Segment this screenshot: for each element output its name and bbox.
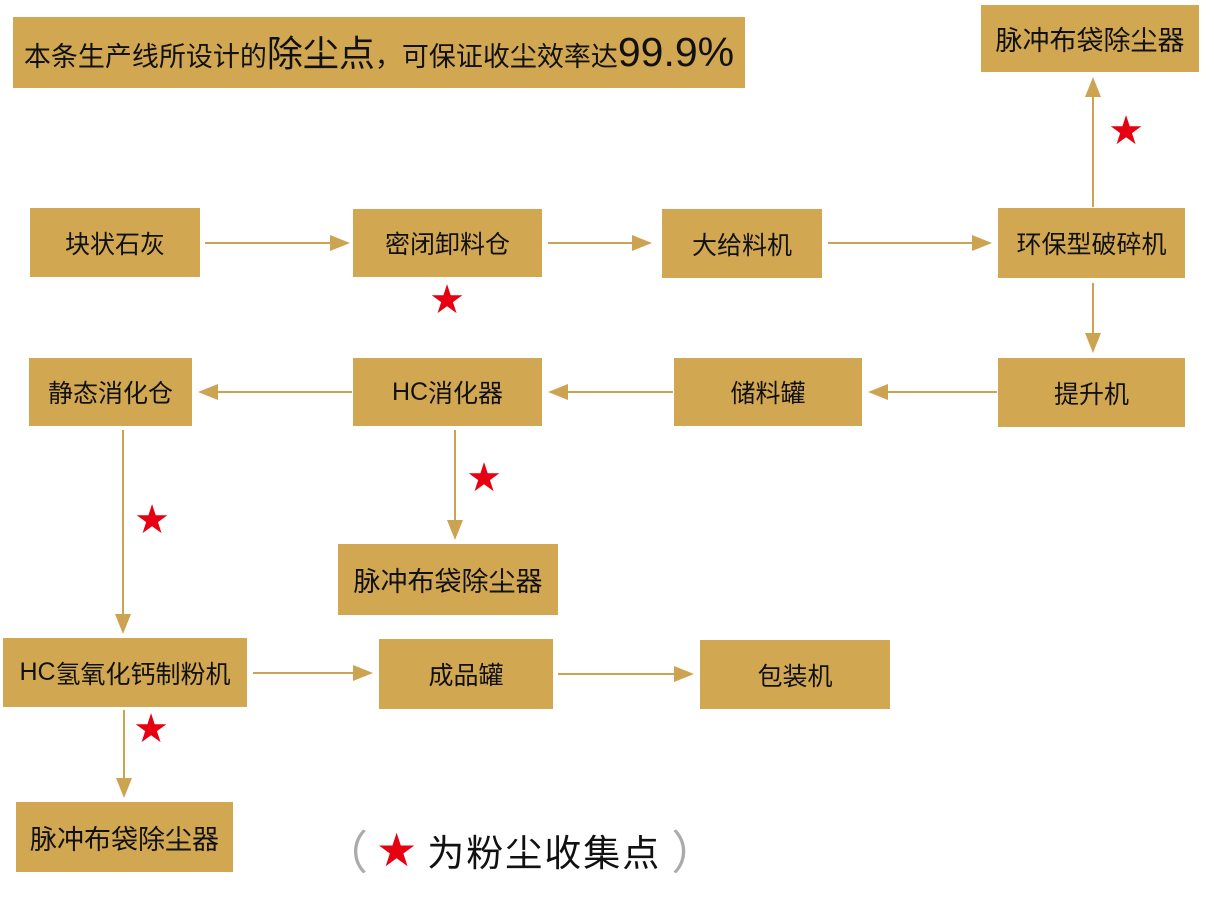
arrow-static-bin-to-hc-mill-head — [115, 614, 131, 634]
node-label-prefix: HC — [391, 377, 429, 406]
node-label: 大给料机 — [691, 231, 792, 260]
arrow-product-tank-to-packer-head — [674, 666, 694, 682]
legend: （ ★ 为粉尘收集点 ） — [318, 818, 721, 882]
arrow-storage-tank-to-hc-digester-head — [548, 384, 568, 400]
node-label: 储料罐 — [730, 380, 806, 408]
banner-highlight: 除尘点 — [266, 33, 375, 74]
arrow-hc-mill-to-dust-bottom-head — [116, 778, 132, 798]
arrow-lump-lime-to-sealed-bin-line — [205, 242, 332, 244]
node-large-feeder: 大给料机 — [662, 209, 822, 278]
legend-close-paren: ） — [671, 827, 718, 879]
node-label: 脉冲布袋除尘器 — [353, 567, 543, 597]
node-label: 提升机 — [1053, 380, 1129, 409]
node-dust-collector-bottom: 脉冲布袋除尘器 — [16, 802, 233, 872]
dust-point-star-icon: ★ — [429, 277, 465, 323]
node-dust-collector-mid: 脉冲布袋除尘器 — [338, 544, 558, 615]
node-label: 包装机 — [757, 662, 833, 691]
dust-point-star-icon: ★ — [1108, 108, 1144, 154]
dust-point-star-icon: ★ — [134, 497, 170, 543]
node-packing-machine: 包装机 — [700, 640, 890, 709]
node-storage-tank: 储料罐 — [674, 358, 862, 426]
node-label: 消化器 — [428, 380, 504, 408]
node-dust-collector-top: 脉冲布袋除尘器 — [981, 5, 1199, 72]
arrow-lump-lime-to-sealed-bin-head — [330, 235, 350, 251]
dust-point-star-icon: ★ — [466, 455, 502, 501]
legend-star-icon: ★ — [376, 823, 418, 877]
arrow-elevator-to-storage-tank-head — [868, 384, 888, 400]
arrow-static-bin-to-hc-mill-line — [122, 430, 124, 616]
arrow-product-tank-to-packer-line — [558, 673, 676, 675]
node-label: 氢氧化钙制粉机 — [55, 660, 231, 689]
node-label: 密闭卸料仓 — [384, 231, 510, 259]
arrow-crusher-to-dust-top-line — [1092, 95, 1094, 207]
node-static-digestion-bin: 静态消化仓 — [29, 358, 192, 426]
arrow-elevator-to-storage-tank-line — [886, 391, 997, 393]
arrow-crusher-to-elevator-head — [1085, 333, 1101, 353]
node-label: 块状石灰 — [64, 230, 165, 259]
arrow-hc-digester-to-static-bin-head — [198, 384, 218, 400]
arrow-sealed-bin-to-feeder-head — [632, 235, 652, 251]
arrow-hc-digester-to-dust-mid-head — [447, 520, 463, 540]
banner-prefix: 本条生产线所设计的 — [23, 42, 267, 72]
arrow-feeder-to-crusher-line — [828, 242, 974, 244]
arrow-feeder-to-crusher-head — [972, 235, 992, 251]
banner-middle: ，可保证收尘效率达 — [374, 42, 618, 72]
arrow-crusher-to-elevator-line — [1092, 283, 1094, 335]
arrow-hc-mill-to-product-tank-line — [253, 672, 355, 674]
node-eco-crusher: 环保型破碎机 — [998, 208, 1185, 278]
node-label: 静态消化仓 — [47, 380, 173, 408]
legend-text: 为粉尘收集点 — [427, 833, 662, 874]
node-label: 脉冲布袋除尘器 — [995, 26, 1185, 56]
arrow-crusher-to-dust-top-head — [1085, 77, 1101, 97]
node-elevator: 提升机 — [998, 358, 1185, 427]
legend-open-paren: （ — [322, 827, 368, 879]
arrow-storage-tank-to-hc-digester-line — [566, 391, 673, 393]
dust-point-star-icon: ★ — [133, 706, 169, 752]
banner-value: 99.9% — [617, 29, 735, 75]
arrow-sealed-bin-to-feeder-line — [548, 242, 634, 244]
node-sealed-unloading-bin: 密闭卸料仓 — [353, 209, 542, 277]
arrow-hc-mill-to-product-tank-head — [353, 665, 373, 681]
node-label-prefix: HC — [19, 658, 56, 686]
node-label: 脉冲布袋除尘器 — [30, 824, 219, 855]
arrow-hc-digester-to-dust-mid-line — [454, 430, 456, 522]
node-label: 环保型破碎机 — [1016, 231, 1167, 259]
node-lump-lime: 块状石灰 — [30, 208, 200, 277]
banner: 本条生产线所设计的除尘点，可保证收尘效率达99.9% — [13, 17, 745, 88]
arrow-hc-digester-to-static-bin-line — [216, 391, 352, 393]
arrow-hc-mill-to-dust-bottom-line — [123, 710, 125, 780]
node-product-tank: 成品罐 — [379, 639, 553, 709]
node-label: 成品罐 — [428, 662, 504, 690]
